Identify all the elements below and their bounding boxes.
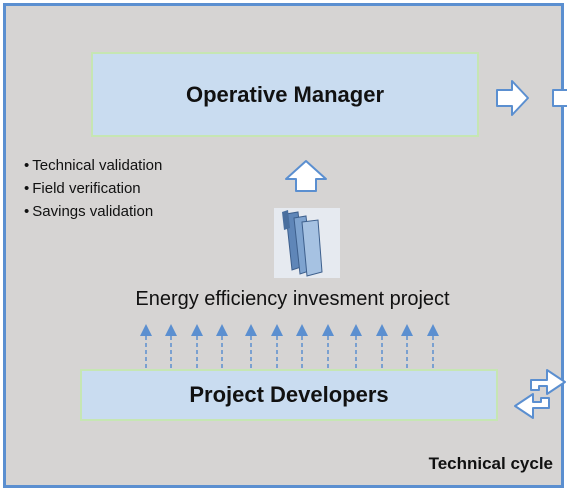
project-developers-box: Project Developers: [80, 369, 498, 421]
upward-dashed-arrow: [165, 324, 177, 369]
upward-dashed-arrow: [140, 324, 152, 369]
upward-dashed-arrow: [401, 324, 413, 369]
project-label: Energy efficiency invesment project: [135, 288, 450, 310]
upward-dashed-arrow: [376, 324, 388, 369]
technical-cycle-label: Technical cycle: [428, 454, 553, 473]
cycle-arrows-icon: [514, 369, 566, 419]
upward-dashed-arrow: [350, 324, 362, 369]
operative-manager-title: Operative Manager: [185, 81, 385, 107]
upward-dashed-arrow: [191, 324, 203, 369]
upward-dashed-arrow: [427, 324, 439, 369]
validation-item: Savings validation: [24, 200, 162, 223]
validation-list: Technical validation Field verification …: [24, 154, 162, 223]
validation-item: Technical validation: [24, 154, 162, 177]
validation-item: Field verification: [24, 177, 162, 200]
upward-dashed-arrow: [245, 324, 257, 369]
project-developers-title: Project Developers: [189, 382, 389, 407]
next-stage-arrow-icon: [552, 81, 567, 115]
documents-icon: [274, 208, 340, 278]
upward-dashed-arrow: [271, 324, 283, 369]
upward-dashed-arrow: [216, 324, 228, 369]
right-arrow-icon: [496, 80, 529, 116]
operative-manager-box: Operative Manager: [91, 52, 479, 137]
upward-dashed-arrow: [296, 324, 308, 369]
up-arrow-icon: [285, 160, 327, 192]
upward-dashed-arrow: [322, 324, 334, 369]
